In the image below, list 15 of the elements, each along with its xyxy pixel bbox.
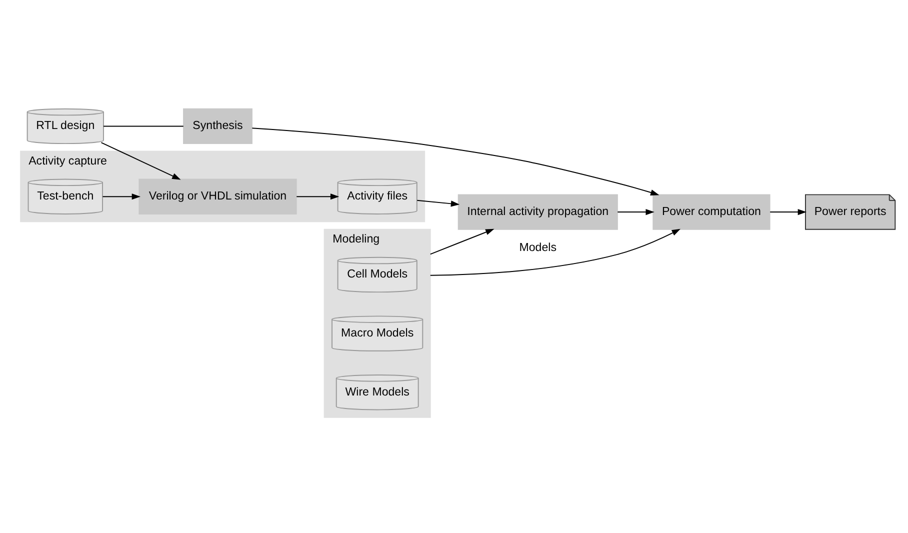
node-box: Power computation bbox=[652, 194, 770, 230]
node-box: Internal activity propagation bbox=[458, 194, 618, 230]
arrow bbox=[770, 208, 807, 215]
arrow bbox=[430, 228, 494, 254]
arrow bbox=[100, 142, 181, 180]
connector bbox=[103, 125, 184, 126]
arrow bbox=[617, 208, 654, 215]
arrow bbox=[102, 193, 141, 200]
arrow bbox=[416, 199, 460, 206]
edge-label: Models bbox=[519, 242, 557, 254]
node-box: Verilog or VHDL simulation bbox=[138, 178, 297, 214]
arrow bbox=[296, 193, 340, 200]
arrow bbox=[252, 127, 660, 195]
node-box: Synthesis bbox=[183, 108, 252, 144]
arrow bbox=[430, 228, 680, 276]
